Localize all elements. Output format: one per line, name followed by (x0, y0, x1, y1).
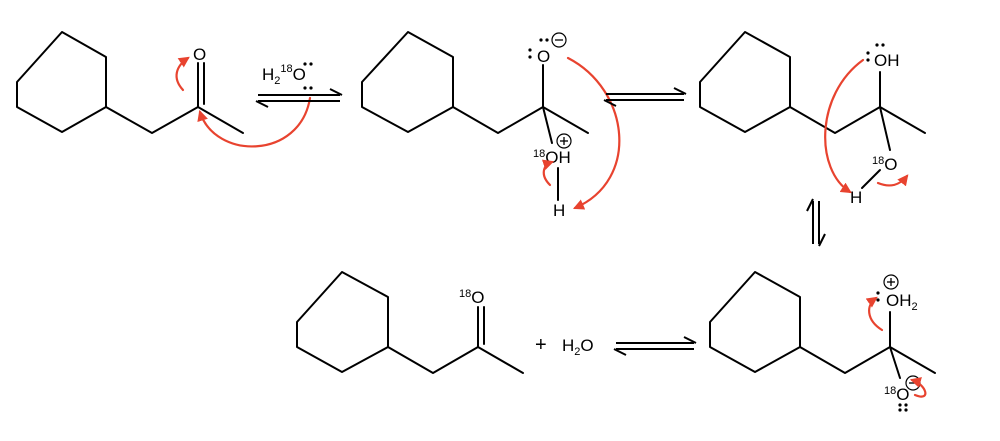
c-o18-bond (889, 346, 901, 379)
o-h-bond (861, 169, 881, 189)
water-byproduct: H2O (562, 336, 594, 358)
positive-charge-icon (556, 133, 572, 149)
lone-pair-dot (309, 62, 313, 66)
cyclohexane-ring (361, 31, 454, 133)
reagent-water-18: H218O (262, 62, 313, 90)
electron-arrow-alkoxide-reform (909, 377, 927, 398)
alkoxide-oxygen: O (537, 47, 550, 66)
cyclohexane-ring (16, 31, 107, 133)
hydroxyl-oxygen: OH (874, 51, 900, 70)
electron-arrow-lone-pair-to-proton (824, 58, 865, 194)
product-ketone-18: 18O (296, 271, 524, 374)
lone-pair-dot (303, 62, 307, 66)
transfer-hydrogen: H (850, 188, 862, 207)
oxygen-18-label: 18O (872, 155, 897, 174)
starting-ketone: O (16, 31, 312, 148)
carbonyl-oxygen-18: 18O (459, 288, 484, 307)
hydroxyl-label: 18OH (533, 148, 571, 167)
alkoxide-18-label: 18O (884, 385, 909, 404)
electron-arrow-oh-bond-break (876, 174, 909, 187)
carbon-chain (387, 346, 524, 374)
carbon-chain (799, 346, 936, 374)
electron-arrow-water-attack (197, 96, 312, 148)
lone-pair-dot (303, 86, 307, 90)
carbon-chain (105, 106, 244, 134)
tetrahedral-intermediate-2: OH 18O H (699, 31, 926, 207)
equilibrium-arrow-vertical (806, 198, 826, 247)
electron-arrow-oh-bond (541, 159, 555, 187)
cyclohexane-ring (296, 271, 389, 373)
positive-charge-icon (883, 274, 899, 290)
cyclohexane-ring (699, 31, 791, 133)
electron-arrow-proton-transfer (566, 56, 621, 210)
carbon-chain (789, 106, 926, 134)
lone-pair-dot (309, 86, 313, 90)
plus-sign: + (535, 334, 547, 356)
tetrahedral-intermediate-1: O 18OH H (361, 31, 621, 220)
negative-charge-icon (551, 32, 567, 48)
equilibrium-arrow-2 (603, 87, 687, 107)
c-o18-bond (879, 106, 891, 151)
oxonium-label: OH2 (886, 291, 918, 313)
cyclohexane-ring (709, 271, 801, 373)
c-oh-bond (542, 106, 553, 144)
electron-arrow-oxonium-leaving (865, 296, 884, 332)
electron-arrow-pi-to-oxygen (175, 56, 190, 92)
carbonyl-oxygen: O (193, 45, 206, 64)
carbon-chain (452, 106, 589, 134)
equilibrium-arrow-3 (613, 336, 697, 356)
reagent-label: H218O (262, 63, 306, 87)
proton-hydrogen: H (553, 201, 565, 220)
equilibrium-arrow-1 (255, 88, 343, 108)
oxonium-intermediate: OH2 18O (709, 271, 936, 412)
